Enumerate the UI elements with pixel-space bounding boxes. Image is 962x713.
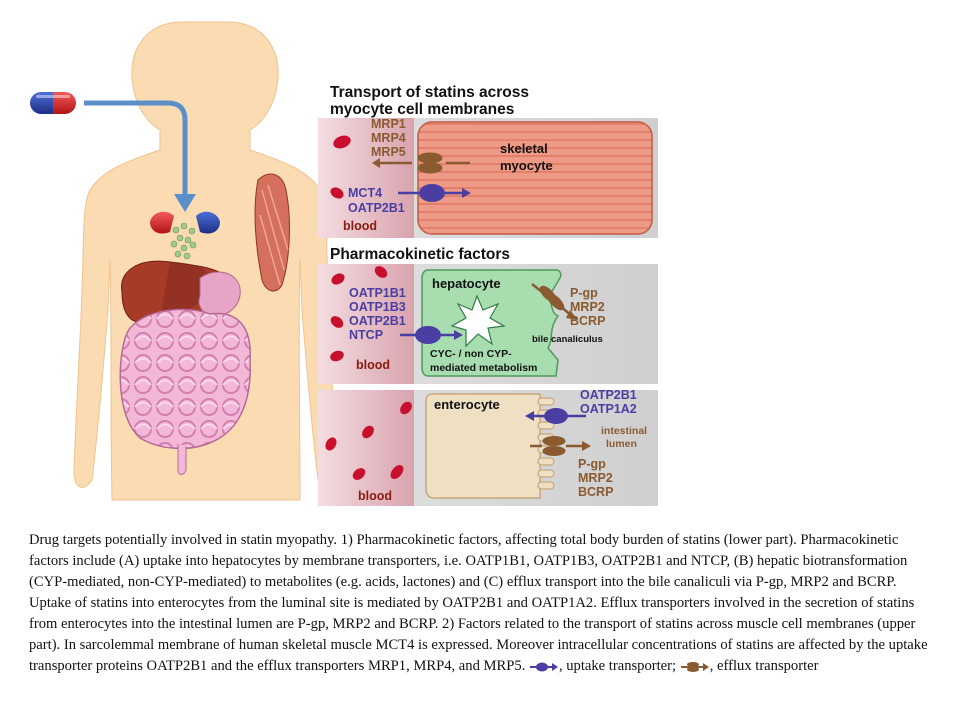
uptake-transporter-legend-icon xyxy=(529,662,558,672)
efflux-label-pgp: P-gp xyxy=(578,457,606,471)
myocyte-panel-title-2: myocyte cell membranes xyxy=(330,101,514,118)
enterocyte-cell xyxy=(425,393,541,499)
bile-canaliculus-label: bile canaliculus xyxy=(532,334,603,345)
uptake-transporter-icon xyxy=(400,326,463,344)
uptake-transporter-icon xyxy=(398,184,471,202)
myocyte-panel-title: Transport of statins across xyxy=(330,84,529,101)
enterocyte-panel: enterocyte OATP2B1 OATP1A2 intestinal lu… xyxy=(318,388,658,506)
efflux-label-mrp5: MRP5 xyxy=(371,145,406,159)
metabolism-label: CYC- / non CYP- xyxy=(430,348,512,360)
efflux-label-bcrp: BCRP xyxy=(570,314,605,328)
myocyte-panel: Transport of statins across myocyte cell… xyxy=(318,84,658,238)
red-blood-cells xyxy=(325,401,412,480)
efflux-transporter-legend-icon xyxy=(680,661,709,672)
intestines-organ xyxy=(119,308,251,475)
opened-capsule-icon xyxy=(150,211,220,260)
efflux-label-mrp2: MRP2 xyxy=(570,300,605,314)
enterocyte-blood-label: blood xyxy=(358,489,392,503)
hepatocyte-label: hepatocyte xyxy=(432,276,501,291)
stomach-organ xyxy=(198,271,241,317)
uptake-label-oatp1b3: OATP1B3 xyxy=(349,300,406,314)
efflux-label-mrp2: MRP2 xyxy=(578,471,613,485)
intestinal-lumen-label: intestinal xyxy=(601,425,647,437)
myocyte-cell-label-2: myocyte xyxy=(500,158,553,173)
myocyte-blood-label: blood xyxy=(343,219,377,233)
figure-caption: Drug targets potentially involved in sta… xyxy=(29,530,941,677)
hepatocyte-blood-label: blood xyxy=(356,358,390,372)
efflux-label-mrp1: MRP1 xyxy=(371,117,406,131)
red-blood-cells xyxy=(330,135,351,199)
myocyte-cell-label: skeletal xyxy=(500,141,548,156)
uptake-label-oatp2b1: OATP2B1 xyxy=(580,388,637,402)
uptake-label-oatp2b1: OATP2B1 xyxy=(349,314,406,328)
statin-transport-diagram: Transport of statins across myocyte cell… xyxy=(30,21,658,506)
red-blood-cells xyxy=(330,266,388,362)
arm-muscle-icon xyxy=(254,173,290,292)
intestinal-lumen-label-2: lumen xyxy=(606,438,637,450)
uptake-label-oatp2b1: OATP2B1 xyxy=(348,201,405,215)
uptake-transporter-icon xyxy=(525,408,586,424)
skeletal-myocyte-cell xyxy=(417,121,653,235)
metabolism-label-2: mediated metabolism xyxy=(430,362,537,374)
efflux-label-pgp: P-gp xyxy=(570,286,598,300)
uptake-label-oatp1b1: OATP1B1 xyxy=(349,286,406,300)
pk-section-title: Pharmacokinetic factors xyxy=(330,246,510,263)
ingestion-arrow xyxy=(84,100,196,212)
uptake-label-oatp1a2: OATP1A2 xyxy=(580,402,637,416)
efflux-transporter-icon xyxy=(530,436,591,456)
metabolism-burst-icon xyxy=(450,294,506,348)
enterocyte-label: enterocyte xyxy=(434,397,500,412)
caption-text: Drug targets potentially involved in sta… xyxy=(29,532,928,674)
efflux-legend-label: , efflux transporter xyxy=(709,658,819,674)
uptake-label-mct4: MCT4 xyxy=(348,186,382,200)
uptake-legend-label: , uptake transporter; xyxy=(558,658,677,674)
hepatocyte-panel: Pharmacokinetic factors hepatocyte CYC- … xyxy=(318,246,658,384)
pill-capsule-icon xyxy=(30,92,76,114)
uptake-label-ntcp: NTCP xyxy=(349,328,383,342)
efflux-transporter-icon xyxy=(531,283,578,320)
efflux-label-bcrp: BCRP xyxy=(578,485,613,499)
efflux-transporter-icon xyxy=(372,152,470,174)
efflux-label-mrp4: MRP4 xyxy=(371,131,406,145)
